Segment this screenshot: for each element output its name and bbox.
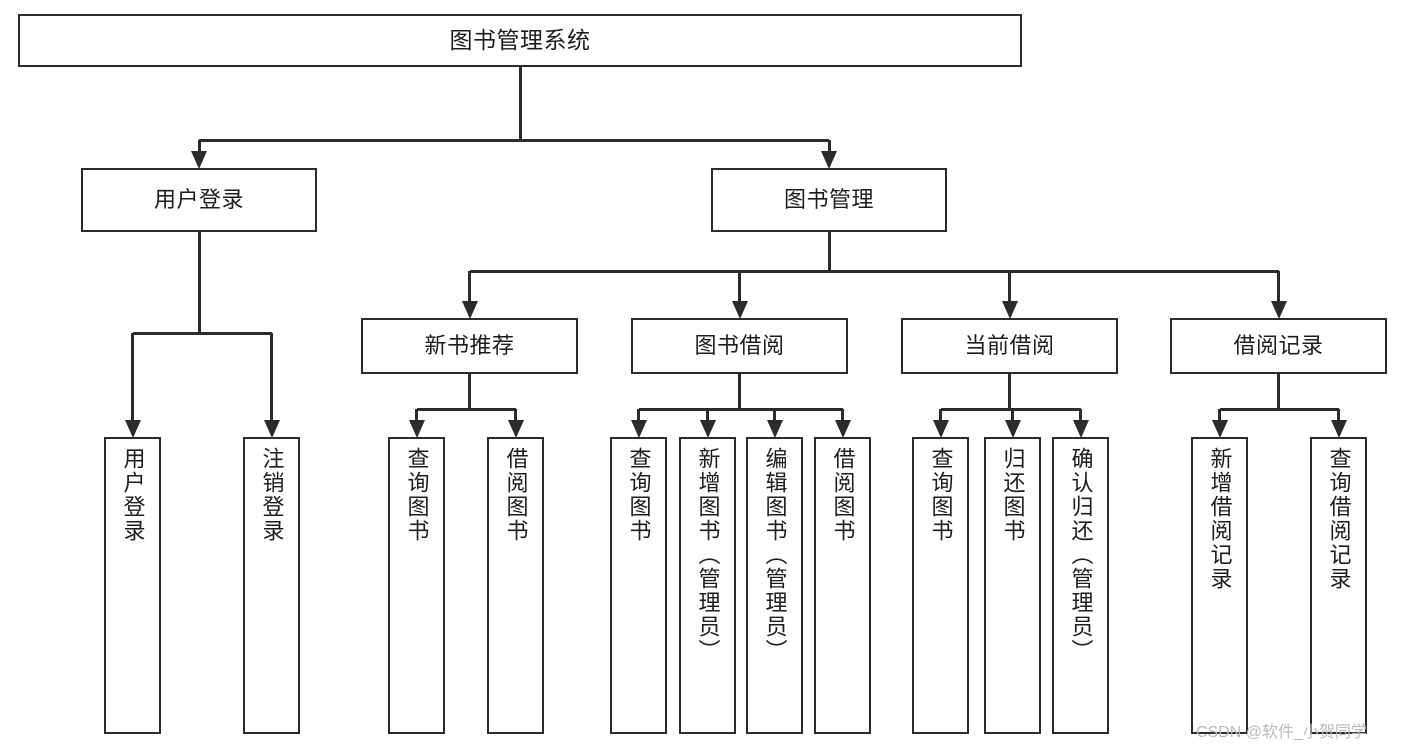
connector-to-leaf-query-book-3 (939, 409, 942, 420)
arrowhead-icon (1330, 420, 1347, 438)
connector-to-leaf-return-book (1011, 409, 1014, 420)
connector-from-user-login (197, 232, 201, 333)
connector-to-leaf-add-record (1218, 409, 1221, 420)
connector-bus (132, 331, 272, 335)
node-label: 注销登录 (259, 447, 285, 543)
connector-to-current-borrow (1008, 271, 1011, 301)
node-label: 新增借阅记录 (1207, 447, 1233, 591)
node-book-borrow[interactable]: 图书借阅 (631, 318, 848, 374)
node-label: 查询图书 (404, 447, 430, 543)
node-label: 用户登录 (120, 447, 146, 543)
arrowhead-icon (821, 151, 837, 169)
arrowhead-icon (1072, 420, 1089, 438)
node-label: 图书管理系统 (449, 27, 591, 54)
node-label: 当前借阅 (964, 333, 1055, 359)
connector-to-leaf-add-book (706, 409, 709, 420)
arrowhead-icon (408, 420, 425, 438)
node-label: 查询借阅记录 (1326, 447, 1352, 591)
connector-from-borrow-record (1277, 374, 1280, 409)
node-label: 借阅图书 (503, 447, 529, 543)
node-label: 确认归还（管理员） (1068, 447, 1094, 663)
node-label: 查询图书 (928, 447, 954, 543)
node-leaf-query-book-1[interactable]: 查询图书 (388, 437, 445, 734)
arrowhead-icon (507, 420, 524, 438)
arrowhead-icon (1004, 420, 1021, 438)
node-leaf-confirm-return[interactable]: 确认归还（管理员） (1052, 437, 1109, 734)
node-leaf-return-book[interactable]: 归还图书 (984, 437, 1041, 734)
node-leaf-user-login[interactable]: 用户登录 (104, 437, 161, 734)
connector-to-new-book-recommend (468, 271, 471, 301)
node-leaf-borrow-book-1[interactable]: 借阅图书 (487, 437, 544, 734)
connector-bus (940, 407, 1081, 411)
node-book-manage[interactable]: 图书管理 (711, 168, 947, 232)
arrowhead-icon (1001, 301, 1018, 319)
connector-to-leaf-borrow-book-2 (841, 409, 844, 420)
arrowhead-icon (1211, 420, 1228, 438)
connector-to-leaf-query-record (1337, 409, 1340, 420)
node-label: 归还图书 (1000, 447, 1026, 543)
node-user-login[interactable]: 用户登录 (81, 168, 317, 232)
connector-bus (1219, 407, 1339, 411)
node-leaf-edit-book[interactable]: 编辑图书（管理员） (746, 437, 803, 734)
node-label: 新书推荐 (424, 333, 515, 359)
connector-bus (469, 269, 1279, 273)
node-root[interactable]: 图书管理系统 (18, 14, 1022, 67)
arrowhead-icon (699, 420, 716, 438)
arrowhead-icon (766, 420, 783, 438)
connector-to-leaf-query-book-1 (415, 409, 418, 420)
connector-from-new-book-recommend (468, 374, 471, 409)
node-label: 借阅记录 (1233, 333, 1324, 359)
connector-to-user-login (197, 140, 201, 151)
connector-to-book-manage (827, 140, 831, 151)
node-new-book-recommend[interactable]: 新书推荐 (361, 318, 578, 374)
connector-to-leaf-edit-book (773, 409, 776, 420)
arrowhead-icon (834, 420, 851, 438)
arrowhead-icon (124, 420, 141, 438)
connector-from-current-borrow (1008, 374, 1011, 409)
arrowhead-icon (263, 420, 280, 438)
node-leaf-logout[interactable]: 注销登录 (243, 437, 300, 734)
node-label: 图书借阅 (694, 333, 785, 359)
node-leaf-query-record[interactable]: 查询借阅记录 (1310, 437, 1367, 734)
node-label: 新增图书（管理员） (695, 447, 721, 663)
arrowhead-icon (932, 420, 949, 438)
node-label: 借阅图书 (830, 447, 856, 543)
node-leaf-borrow-book-2[interactable]: 借阅图书 (814, 437, 871, 734)
connector-to-leaf-confirm-return (1079, 409, 1082, 420)
connector-to-leaf-query-book-2 (637, 409, 640, 420)
connector-bus (416, 407, 516, 411)
arrowhead-icon (1270, 301, 1287, 319)
node-label: 图书管理 (783, 187, 874, 213)
node-current-borrow[interactable]: 当前借阅 (901, 318, 1118, 374)
connector-from-book-manage (827, 232, 831, 271)
node-leaf-add-book[interactable]: 新增图书（管理员） (679, 437, 736, 734)
arrowhead-icon (191, 151, 207, 169)
node-label: 用户登录 (153, 187, 244, 213)
arrowhead-icon (461, 301, 478, 319)
csdn-watermark: CSDN @软件_小贺同学 (1196, 724, 1367, 741)
connector-to-borrow-record (1277, 271, 1280, 301)
node-leaf-add-record[interactable]: 新增借阅记录 (1191, 437, 1248, 734)
node-label: 编辑图书（管理员） (762, 447, 788, 663)
connector-to-leaf-user-login (131, 333, 134, 420)
node-leaf-query-book-2[interactable]: 查询图书 (610, 437, 667, 734)
connector-from-book-borrow (738, 374, 741, 409)
connector-bus (199, 138, 829, 142)
arrowhead-icon (630, 420, 647, 438)
connector-bus (638, 407, 843, 411)
node-borrow-record[interactable]: 借阅记录 (1170, 318, 1387, 374)
node-label: 查询图书 (626, 447, 652, 543)
node-leaf-query-book-3[interactable]: 查询图书 (912, 437, 969, 734)
connector-to-book-borrow (738, 271, 741, 301)
arrowhead-icon (731, 301, 748, 319)
connector-from-root (518, 67, 522, 140)
connector-to-leaf-logout (270, 333, 273, 420)
connector-to-leaf-borrow-book-1 (514, 409, 517, 420)
